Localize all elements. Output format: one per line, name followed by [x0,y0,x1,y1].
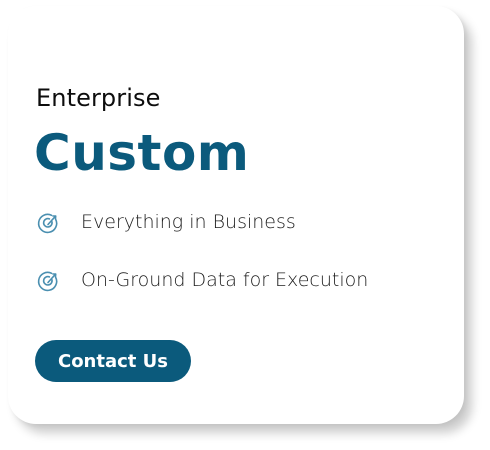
plan-tier-label: Enterprise [36,84,161,112]
contact-us-button[interactable]: Contact Us [35,340,191,382]
feature-text: Everything in Business [81,211,296,233]
pricing-card: Enterprise Custom Everything in Business [8,6,464,424]
plan-price-title: Custom [34,124,250,182]
target-check-icon [36,211,60,235]
target-check-icon [36,269,60,293]
feature-text: On-Ground Data for Execution [81,269,369,291]
